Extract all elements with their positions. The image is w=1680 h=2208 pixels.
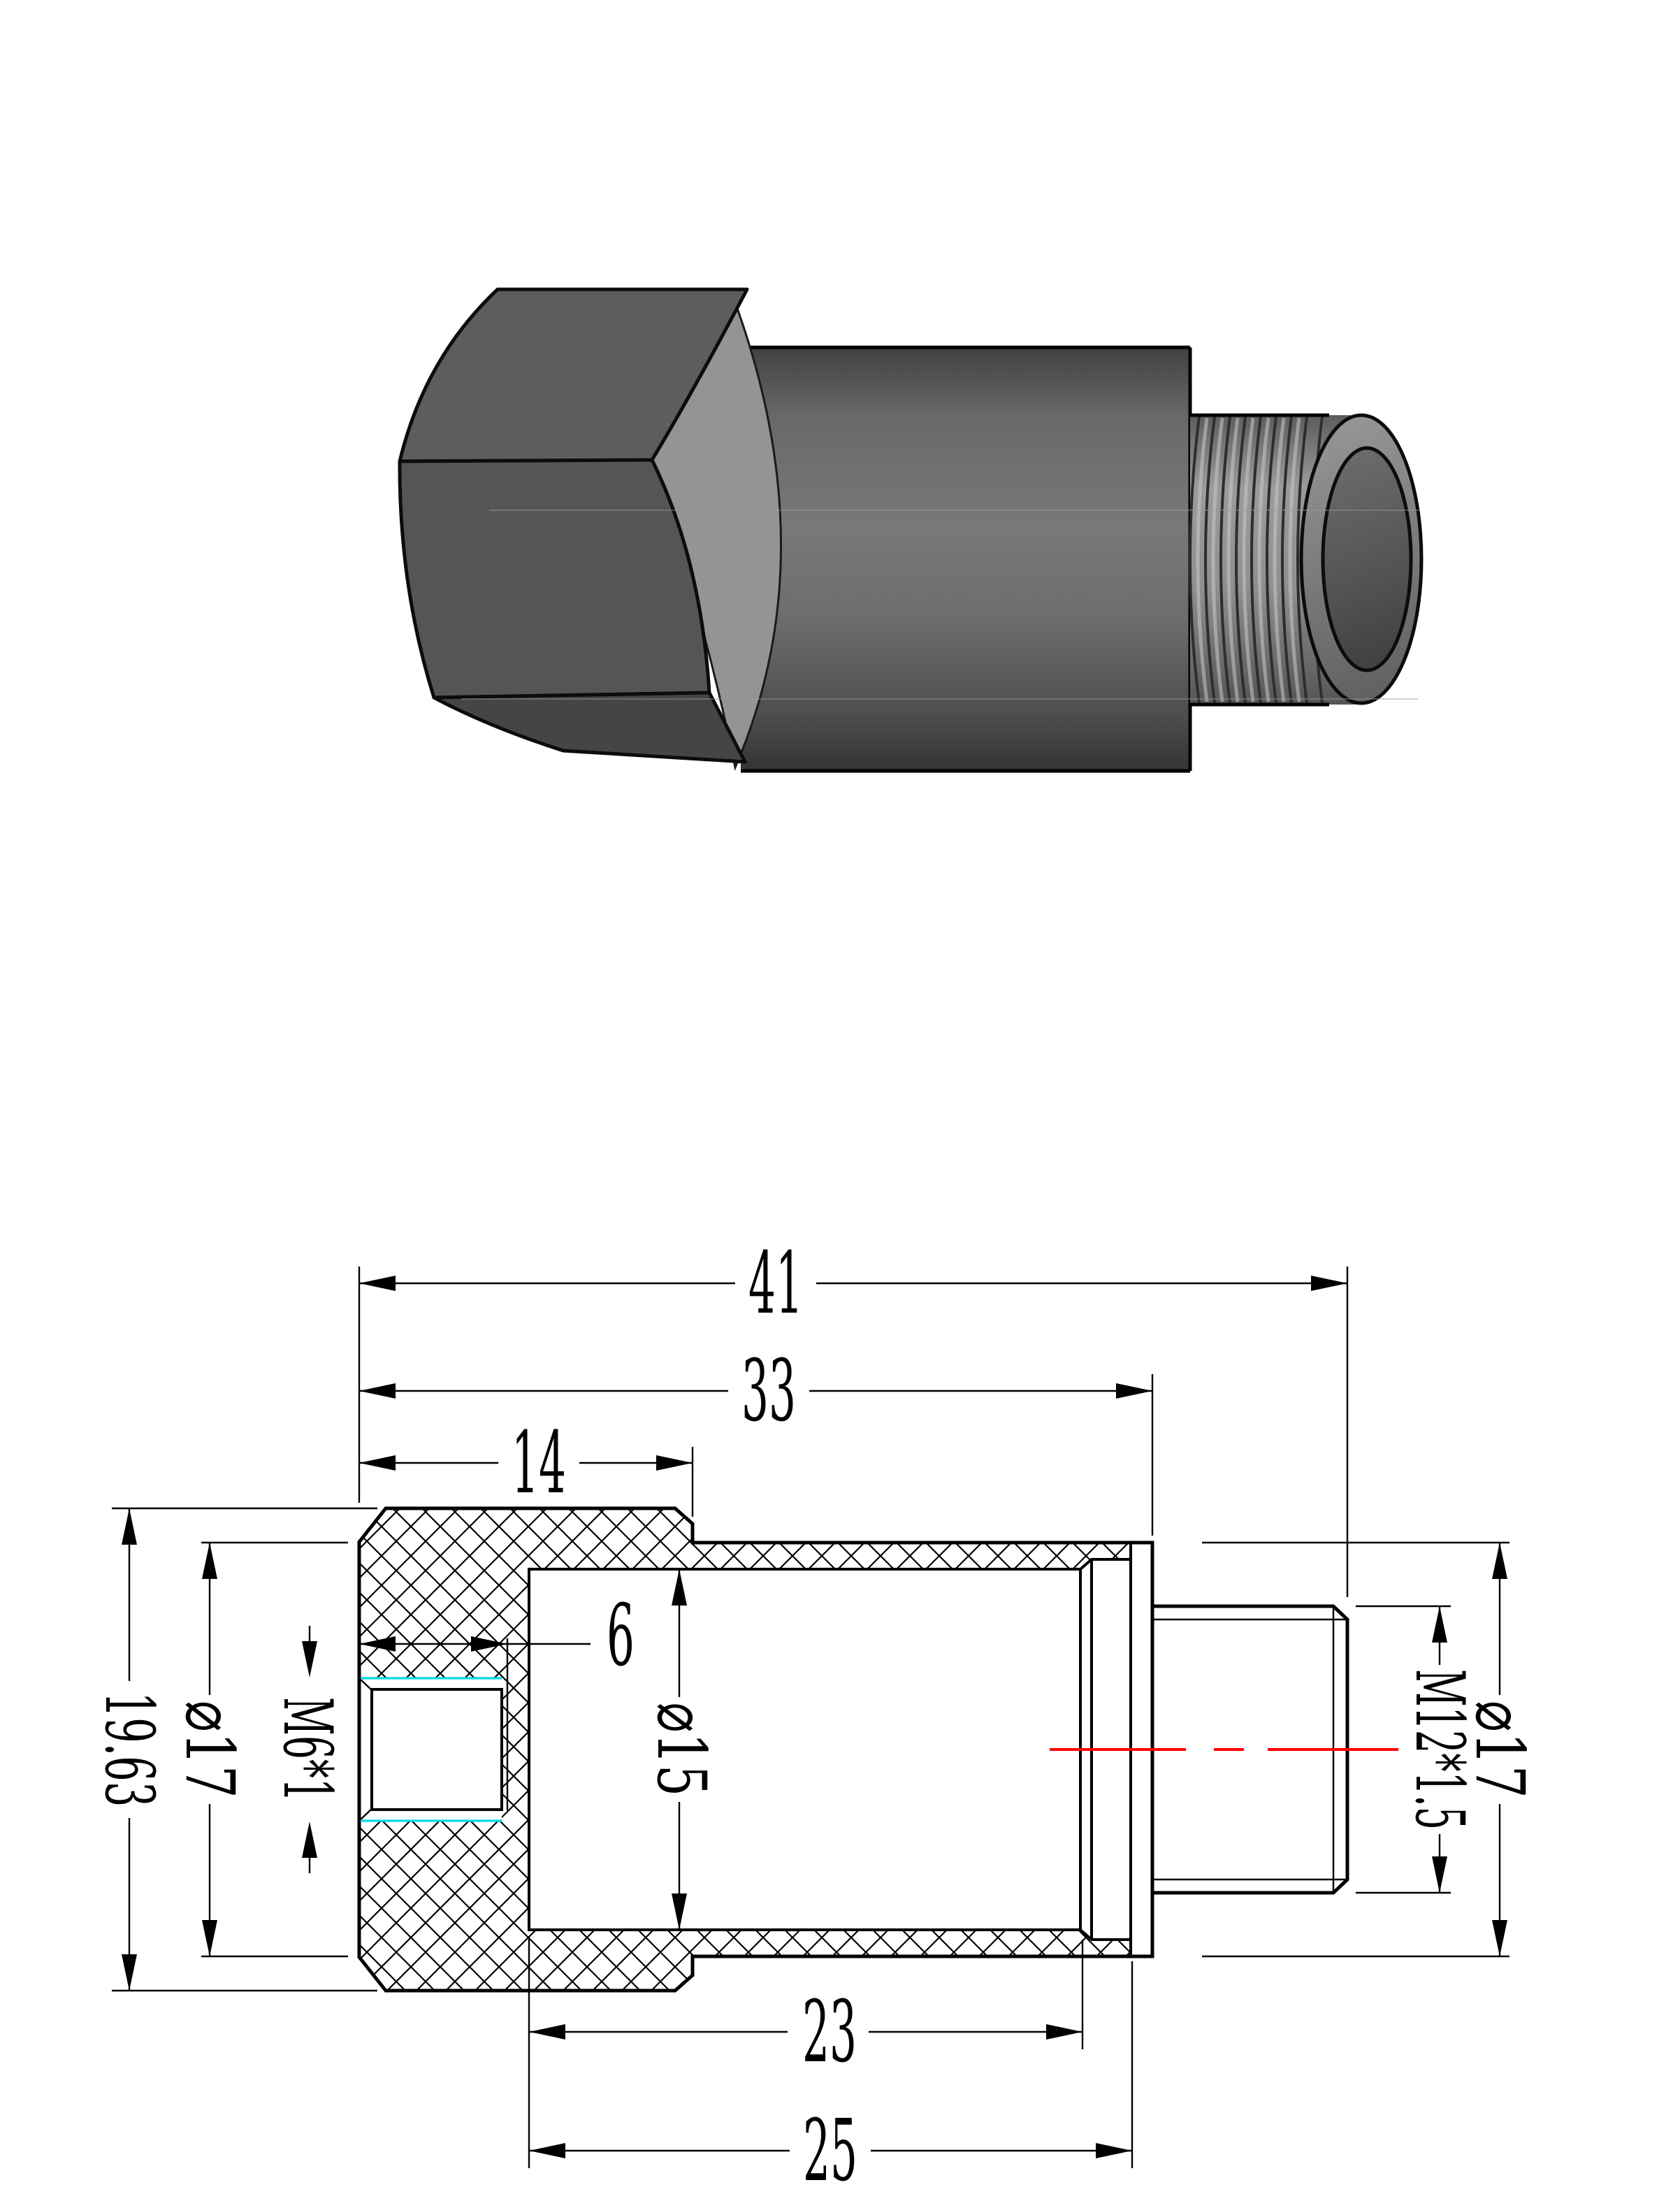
- iso-thread-grooves: [1189, 416, 1324, 704]
- dim-across-corners: 19.63: [90, 1508, 168, 1991]
- iso-stub-end-face: [1321, 446, 1413, 672]
- dim-across-flats-label: ⌀17: [171, 1701, 249, 1798]
- iso-thread-crests: [1196, 417, 1301, 702]
- iso-hex-head: [398, 287, 749, 764]
- dim-across-flats: ⌀17: [171, 1543, 249, 1956]
- dim-cavity-depth-label: 25: [803, 2101, 857, 2200]
- isometric-view: [398, 287, 1424, 773]
- iso-mesh-hairlines: [461, 510, 1420, 700]
- dim-male-thread: M12*1.5: [1400, 1606, 1479, 1893]
- dim-across-corners-label: 19.63: [90, 1692, 168, 1807]
- dim-bore-diameter-label: ⌀15: [642, 1703, 720, 1797]
- dim-total-length: 41: [359, 1234, 1347, 1333]
- dim-thread-depth-label: 6: [607, 1586, 635, 1685]
- dim-bore-depth-label: 23: [802, 1982, 857, 2081]
- iso-threaded-stub: [1189, 413, 1424, 707]
- dim-bore-diameter: ⌀15: [642, 1569, 720, 1930]
- dim-thread-depth: 6: [359, 1586, 635, 1685]
- iso-cylinder-body: [741, 345, 1192, 773]
- m6-hole-minor-outline: [370, 1688, 503, 1811]
- dim-male-thread-label: M12*1.5: [1400, 1669, 1479, 1830]
- dim-hex-length: 14: [359, 1413, 693, 1513]
- dim-body-length-label: 33: [741, 1341, 796, 1441]
- section-view: 41 33 14 6: [90, 1234, 1539, 2200]
- dim-total-length-label: 41: [748, 1234, 803, 1333]
- section-hatch: [359, 1508, 1152, 1991]
- dim-outer-diameter-label: ⌀17: [1461, 1701, 1539, 1798]
- dim-female-thread: M6*1: [268, 1626, 347, 1873]
- dim-hex-length-label: 14: [512, 1413, 566, 1513]
- dim-bore-depth: 23: [529, 1982, 1082, 2081]
- dim-body-length: 33: [359, 1341, 1152, 1441]
- dim-outer-diameter: ⌀17: [1461, 1543, 1539, 1956]
- dim-female-thread-label: M6*1: [268, 1697, 347, 1802]
- m6-thread-crest-lines: [361, 1677, 502, 1822]
- dim-cavity-depth: 25: [529, 2101, 1132, 2200]
